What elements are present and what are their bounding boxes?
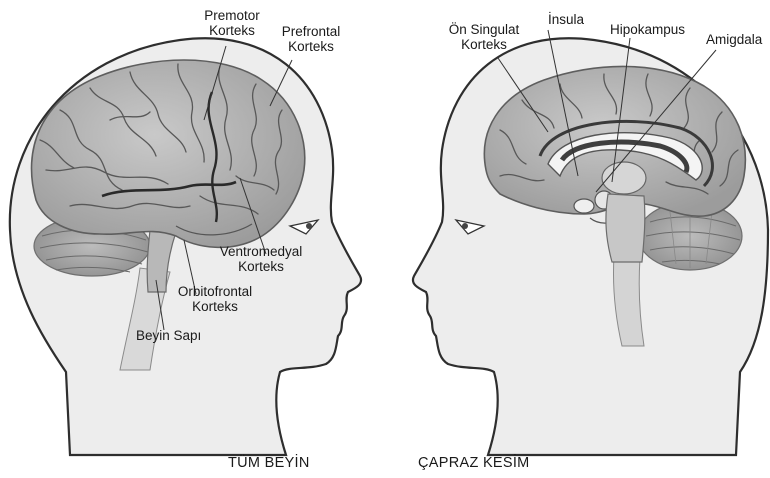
label-anterior-cingulate-cortex: Ön Singulat Korteks <box>434 22 534 52</box>
label-cingulate-line1: Ön Singulat <box>434 22 534 37</box>
label-cingulate-line2: Korteks <box>434 37 534 52</box>
label-prefrontal-cortex: Prefrontal Korteks <box>272 24 350 54</box>
label-orbitofrontal-line1: Orbitofrontal <box>166 284 264 299</box>
label-premotor-cortex: Premotor Korteks <box>196 8 268 38</box>
label-amygdala: Amigdala <box>706 32 762 47</box>
amygdala-region <box>574 199 594 213</box>
right-brainstem <box>606 194 645 262</box>
label-hippocampus: Hipokampus <box>610 22 685 37</box>
label-insula: İnsula <box>548 12 584 27</box>
label-ventromedial-cortex: Ventromedyal Korteks <box>210 244 312 274</box>
label-ventromedial-line1: Ventromedyal <box>210 244 312 259</box>
label-orbitofrontal-cortex: Orbitofrontal Korteks <box>166 284 264 314</box>
label-orbitofrontal-line2: Korteks <box>166 299 264 314</box>
right-head <box>413 30 768 455</box>
thalamus <box>602 162 646 194</box>
label-prefrontal-line2: Korteks <box>272 39 350 54</box>
caption-cross-section: ÇAPRAZ KESİM <box>418 455 530 471</box>
label-brainstem: Beyin Sapı <box>136 328 201 343</box>
label-ventromedial-line2: Korteks <box>210 259 312 274</box>
label-premotor-line1: Premotor <box>196 8 268 23</box>
label-prefrontal-line1: Prefrontal <box>272 24 350 39</box>
caption-whole-brain: TÜM BEYİN <box>228 455 310 471</box>
label-premotor-line2: Korteks <box>196 23 268 38</box>
